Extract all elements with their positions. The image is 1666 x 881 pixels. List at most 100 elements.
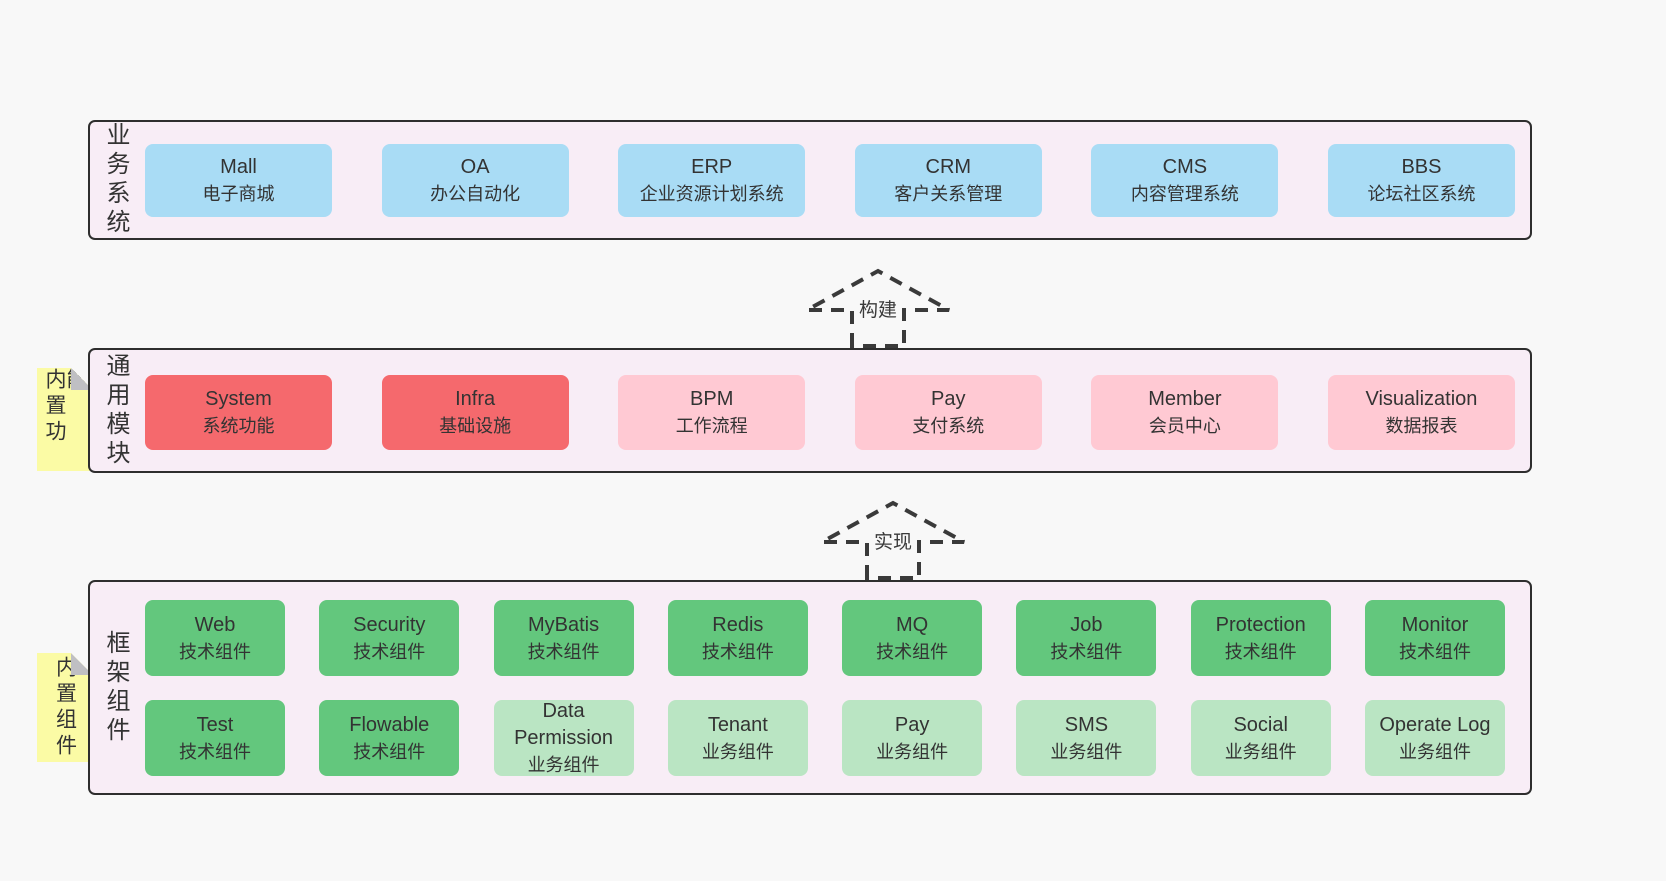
box-data-permission: Data Permission 业务组件: [493, 700, 634, 776]
arrow-build-label: 构建: [854, 294, 902, 323]
box-title: BPM: [690, 388, 734, 410]
sticky-note-text: 内置组件: [53, 655, 77, 760]
box-title: MQ: [896, 613, 929, 636]
box-subtitle: 技术组件: [527, 641, 600, 662]
panel-business-systems: 业务系统 Mall 电子商城 OA 办公自动化 ERP 企业资源计划系统 CRM…: [88, 120, 1532, 240]
framework-components-row-1: Web 技术组件 Security 技术组件 MyBatis 技术组件 Redi…: [145, 600, 1505, 676]
box-title: System: [205, 388, 272, 410]
box-oa: OA 办公自动化: [381, 144, 569, 217]
box-subtitle: 技术组件: [179, 641, 251, 662]
panel-common-modules: 通用模块 System 系统功能 Infra 基础设施 BPM 工作流程 Pay…: [88, 348, 1532, 473]
box-subtitle: 业务组件: [1224, 741, 1297, 762]
box-title: Web: [194, 613, 236, 636]
box-title: MyBatis: [528, 613, 600, 636]
box-subtitle: 技术组件: [1224, 641, 1297, 662]
panel-label-framework-components: 框架组件: [98, 582, 132, 793]
box-title: Mall: [220, 156, 257, 178]
box-title: Tenant: [707, 713, 768, 736]
box-title: Member: [1148, 388, 1222, 410]
box-subtitle: 论坛社区系统: [1367, 184, 1476, 204]
box-title: Data Permission: [514, 700, 614, 749]
box-subtitle: 技术组件: [179, 741, 251, 762]
box-infra: Infra 基础设施: [381, 375, 569, 450]
box-subtitle: 电子商城: [202, 184, 275, 204]
box-title: CRM: [925, 156, 972, 178]
box-bpm: BPM 工作流程: [618, 375, 806, 450]
box-subtitle: 技术组件: [1398, 641, 1471, 662]
box-subtitle: 会员中心: [1148, 416, 1221, 436]
box-title: Visualization: [1365, 388, 1478, 410]
box-monitor: Monitor 技术组件: [1364, 600, 1505, 676]
box-protection: Protection 技术组件: [1190, 600, 1331, 676]
box-subtitle: 企业资源计划系统: [639, 184, 784, 204]
box-mq: MQ 技术组件: [842, 600, 983, 676]
box-crm: CRM 客户关系管理: [854, 144, 1042, 217]
box-subtitle: 技术组件: [353, 741, 426, 762]
box-subtitle: 业务组件: [527, 755, 600, 775]
box-operate-log: Operate Log 业务组件: [1364, 700, 1505, 776]
box-subtitle: 办公自动化: [430, 184, 521, 204]
box-mybatis: MyBatis 技术组件: [493, 600, 634, 676]
box-title: Redis: [712, 613, 764, 636]
box-erp: ERP 企业资源计划系统: [618, 144, 806, 217]
business-systems-row: Mall 电子商城 OA 办公自动化 ERP 企业资源计划系统 CRM 客户关系…: [145, 144, 1515, 217]
box-member: Member 会员中心: [1091, 375, 1279, 450]
box-bbs: BBS 论坛社区系统: [1327, 144, 1515, 217]
box-subtitle: 业务组件: [1398, 741, 1471, 762]
dashed-up-arrow-icon: [821, 500, 965, 580]
box-subtitle: 基础设施: [439, 416, 512, 436]
box-title: Security: [353, 613, 426, 636]
box-title: Protection: [1215, 613, 1306, 636]
framework-components-row-2: Test 技术组件 Flowable 技术组件 Data Permission …: [145, 700, 1505, 776]
box-title: Flowable: [349, 713, 430, 736]
panel-label-text: 通用模块: [102, 352, 129, 469]
box-pay-module: Pay 支付系统: [854, 375, 1042, 450]
box-mall: Mall 电子商城: [145, 144, 332, 217]
box-title: Social: [1233, 713, 1288, 736]
arrow-implement-icon: 实现: [813, 498, 973, 580]
box-subtitle: 技术组件: [353, 641, 426, 662]
box-tenant: Tenant 业务组件: [667, 700, 808, 776]
box-subtitle: 工作流程: [675, 416, 748, 436]
box-title: BBS: [1401, 156, 1442, 178]
box-title: Pay: [931, 388, 966, 410]
box-title: Operate Log: [1379, 713, 1491, 736]
dashed-up-arrow-icon: [806, 268, 950, 348]
box-system: System 系统功能: [145, 375, 332, 450]
box-subtitle: 内容管理系统: [1130, 184, 1239, 204]
sticky-note-built-in-features: 内置功能: [37, 368, 93, 471]
box-subtitle: 业务组件: [876, 741, 949, 762]
arrow-implement-label: 实现: [869, 526, 917, 555]
box-subtitle: 客户关系管理: [894, 184, 1003, 204]
box-test: Test 技术组件: [145, 700, 285, 776]
box-title: CMS: [1162, 156, 1208, 178]
sticky-note-built-in-components: 内置组件: [37, 653, 93, 762]
box-title: Test: [196, 713, 234, 736]
panel-framework-components: 框架组件 Web 技术组件 Security 技术组件 MyBatis 技术组件…: [88, 580, 1532, 795]
box-security: Security 技术组件: [319, 600, 460, 676]
box-subtitle: 数据报表: [1385, 416, 1458, 436]
box-subtitle: 技术组件: [876, 641, 949, 662]
box-job: Job 技术组件: [1016, 600, 1157, 676]
panel-label-common-modules: 通用模块: [98, 350, 132, 471]
box-title: OA: [460, 156, 490, 178]
common-modules-row: System 系统功能 Infra 基础设施 BPM 工作流程 Pay 支付系统…: [145, 375, 1515, 450]
box-subtitle: 业务组件: [701, 741, 774, 762]
box-subtitle: 技术组件: [1050, 641, 1123, 662]
box-subtitle: 支付系统: [912, 416, 985, 436]
box-sms: SMS 业务组件: [1016, 700, 1157, 776]
box-subtitle: 系统功能: [202, 416, 275, 436]
arrow-build-icon: 构建: [798, 266, 958, 348]
box-title: Infra: [455, 388, 496, 410]
box-title: Monitor: [1401, 613, 1469, 636]
box-title: Pay: [894, 713, 930, 736]
box-flowable: Flowable 技术组件: [319, 700, 460, 776]
box-subtitle: 业务组件: [1050, 741, 1123, 762]
panel-label-text: 业务系统: [102, 122, 129, 238]
box-social: Social 业务组件: [1190, 700, 1331, 776]
box-subtitle: 技术组件: [701, 641, 774, 662]
box-pay-component: Pay 业务组件: [842, 700, 983, 776]
box-visualization: Visualization 数据报表: [1327, 375, 1515, 450]
box-title: Job: [1070, 613, 1103, 636]
panel-label-business-systems: 业务系统: [98, 122, 132, 238]
